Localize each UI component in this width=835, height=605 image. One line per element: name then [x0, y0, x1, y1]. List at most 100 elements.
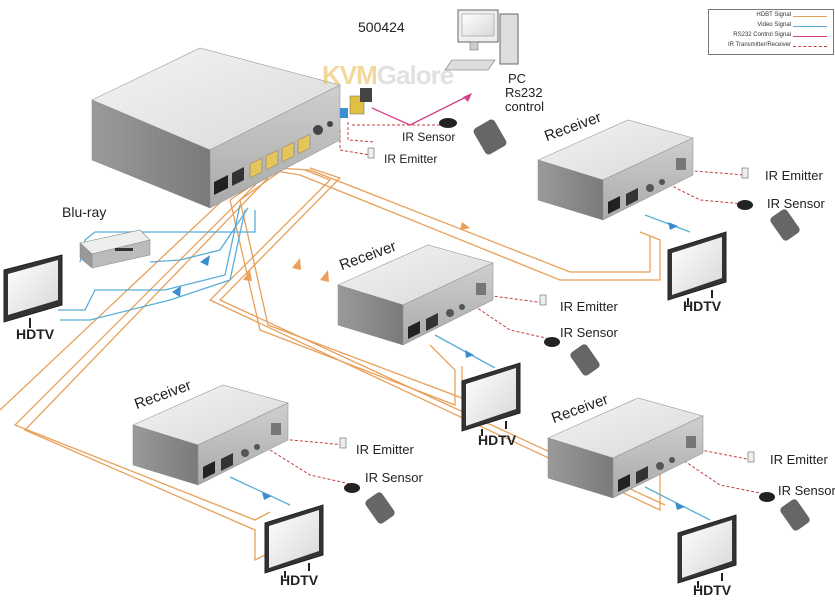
legend-swatch: [793, 26, 827, 27]
ir-emitter-icon: [339, 437, 347, 449]
pc-label-line: Rs232: [505, 85, 543, 100]
ir-sensor-icon: [759, 492, 775, 502]
receiver-port: [646, 184, 654, 192]
receiver-ir-emitter-label: IR Emitter: [560, 299, 618, 314]
video-cable-hdtv-b: [60, 209, 246, 321]
main-unit-ports: [214, 88, 372, 195]
video-cable-receiver-1: [644, 214, 691, 233]
legend-swatch: [793, 16, 827, 17]
receiver-ir-sensor-label: IR Sensor: [778, 483, 835, 498]
main-ir-sensor-label: IR Sensor: [402, 130, 456, 144]
ir-emitter-icon: [539, 294, 547, 306]
hdbt-cable-receiver-2: [229, 159, 456, 406]
arrow-orange: [243, 270, 252, 281]
ir-sensor-icon: [737, 200, 753, 210]
legend-item-hdbt: HDBT Signal: [711, 12, 829, 21]
receiver-port: [676, 158, 686, 170]
receiver-port: [254, 444, 260, 450]
hdbt-cables: [0, 159, 666, 562]
watermark-part2: Galore: [376, 60, 454, 90]
receiver-hdtv-label: HDTV: [478, 432, 517, 448]
ir-emitter-icon: [367, 147, 375, 159]
receiver-unit: [337, 244, 600, 436]
receiver-ir-sensor-label: IR Sensor: [365, 470, 423, 485]
source-hdtv: [3, 254, 63, 328]
arrow-orange: [292, 258, 301, 270]
hdtv-display: [264, 504, 324, 578]
receiver-port: [271, 423, 281, 435]
hdbt-cable-receiver-1b: [275, 167, 651, 273]
legend-label: RS232 Control Signal: [733, 32, 791, 38]
receiver-front: [612, 415, 704, 499]
remote-icon: [473, 119, 507, 155]
receiver-port: [659, 179, 665, 185]
arrow-blue: [262, 492, 272, 500]
receiver-port: [608, 196, 620, 214]
hdbt-cable-receiver-3c: [23, 177, 269, 562]
bluray-label: Blu-ray: [62, 204, 107, 220]
watermark-part1: KVM: [322, 60, 378, 90]
receiver-port: [669, 457, 675, 463]
receiver-port: [426, 313, 438, 331]
legend-item-rs232: RS232 Control Signal: [711, 32, 829, 41]
arrow-blue: [172, 286, 181, 297]
receiver-front: [402, 262, 494, 346]
receiver-ir-sensor-label: IR Sensor: [560, 325, 618, 340]
main-ir-devices: [367, 118, 507, 159]
legend-item-ir: IR Transmitter/Receiver: [711, 42, 829, 51]
receiver-port: [636, 466, 648, 484]
receiver-port: [408, 321, 420, 339]
video-cable-bluray-b: [149, 207, 249, 263]
receiver-ir-sensor-label: IR Sensor: [767, 196, 825, 211]
receiver-ir-emitter-label: IR Emitter: [356, 442, 414, 457]
receiver-port: [476, 283, 486, 295]
remote-icon: [570, 344, 600, 376]
pc-label-line: control: [505, 99, 545, 114]
receiver-port: [446, 309, 454, 317]
receiver-unit: [537, 119, 800, 305]
pc-label: PC Rs232 control: [505, 72, 544, 114]
arrow-pink: [463, 93, 472, 102]
receiver-front: [602, 137, 694, 221]
receiver-unit: [132, 384, 395, 578]
hdbt-cable-receiver-1: [269, 169, 661, 281]
receiver-port: [221, 453, 233, 471]
receiver-port: [626, 188, 638, 206]
main-unit-model-label: 500424: [358, 19, 405, 35]
ir-sensor-icon: [439, 118, 457, 128]
legend: HDBT Signal Video Signal RS232 Control S…: [708, 9, 834, 55]
source-hdtv-label: HDTV: [16, 326, 55, 342]
receiver-front: [197, 402, 289, 486]
receiver-ir-emitter-label: IR Emitter: [765, 168, 823, 183]
pc-label-line: PC: [508, 71, 527, 86]
arrow-blue: [465, 350, 474, 358]
hdtv-display: [677, 514, 737, 588]
hdtv-display: [461, 362, 521, 436]
receiver-port: [686, 436, 696, 448]
legend-label: IR Transmitter/Receiver: [727, 42, 791, 48]
receiver-port: [656, 462, 664, 470]
receiver-port: [203, 461, 215, 479]
video-cable-receiver-3: [229, 476, 291, 506]
receiver-port: [618, 474, 630, 492]
legend-item-video: Video Signal: [711, 22, 829, 31]
legend-swatch: [793, 46, 827, 47]
legend-label: HDBT Signal: [756, 12, 791, 18]
receiver-port: [459, 304, 465, 310]
remote-icon: [365, 492, 395, 524]
receiver-port: [241, 449, 249, 457]
remote-icon: [780, 499, 810, 531]
hdbt-cable-receiver-4b: [218, 167, 666, 506]
receiver-ir-emitter-label: IR Emitter: [770, 452, 828, 467]
hdbt-cable-receiver-3: [0, 164, 261, 411]
main-ir-emitter-label: IR Emitter: [384, 152, 438, 166]
video-cable-receiver-2: [434, 334, 496, 369]
main-unit-500424: 500424: [91, 19, 405, 209]
bluray-player: [79, 229, 151, 269]
receiver-hdtv-label: HDTV: [693, 582, 732, 598]
arrow-blue: [200, 255, 210, 266]
arrow-blue: [668, 222, 678, 230]
ir-emitter-icon: [741, 167, 749, 179]
ir-sensor-icon: [344, 483, 360, 493]
